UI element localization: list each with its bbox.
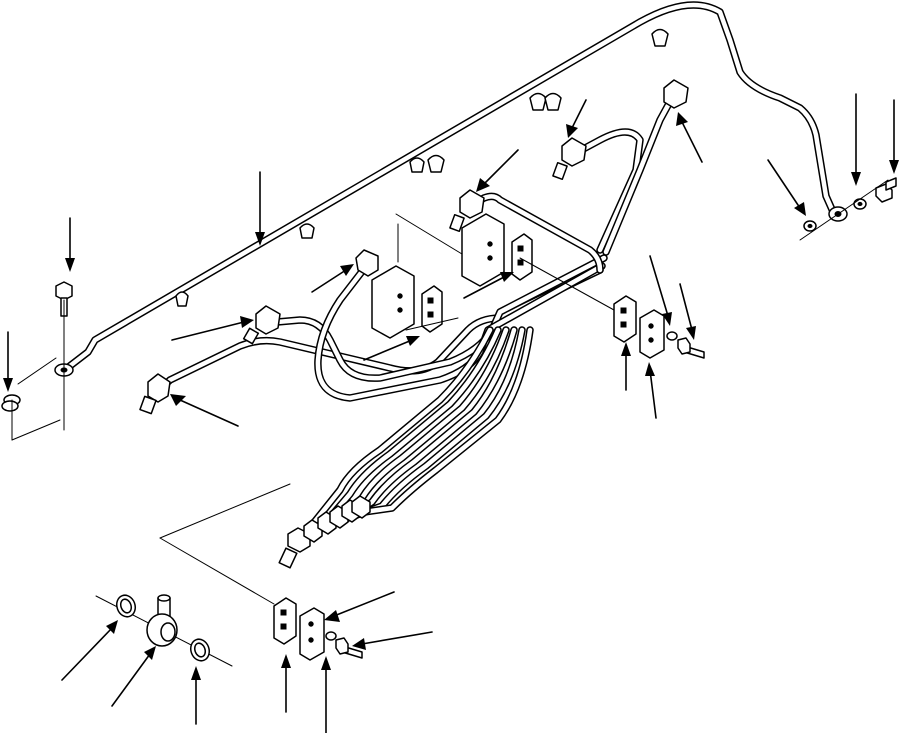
fitting-5 [552, 137, 587, 181]
fitting-1 [139, 373, 171, 415]
assembly-centerline-right [799, 179, 889, 241]
callout-arrow [649, 255, 672, 326]
callout-arrow [321, 656, 331, 733]
callout-arrow [463, 272, 514, 299]
callout-arrows [3, 93, 899, 733]
callout-arrow [61, 620, 118, 681]
fuel-return-rail [54, 1, 848, 377]
fitting-3 [355, 249, 379, 277]
pump-end-fittings [278, 495, 371, 569]
callout-arrow [889, 99, 899, 174]
callout-arrow [363, 336, 420, 361]
callout-arrow [65, 217, 75, 272]
callout-arrow [111, 646, 156, 707]
fitting-4 [449, 189, 485, 233]
callout-arrow [851, 93, 861, 186]
callout-arrow [255, 171, 265, 246]
washer-right [666, 331, 678, 341]
leader-lines [159, 213, 615, 605]
sealing-washer-1 [115, 594, 137, 618]
line-clamp-upper-right [461, 213, 533, 287]
injection-lines [153, 94, 676, 544]
line-clamp-lower [273, 597, 363, 661]
injector-fittings [139, 79, 689, 569]
callout-arrow [352, 631, 433, 650]
rail-banjo-bosses [175, 28, 669, 307]
callout-arrow [767, 159, 806, 216]
callout-arrow [676, 112, 703, 163]
fitting-2 [242, 305, 281, 345]
callout-arrow [170, 394, 239, 427]
capscrew-rail-right [875, 177, 897, 203]
callout-arrow [566, 99, 587, 138]
left-assembly-lines [11, 299, 65, 441]
line-clamp-upper-left [371, 265, 443, 339]
callout-arrow [679, 283, 696, 340]
banjo-assembly-lower [95, 594, 233, 667]
callout-arrow [171, 316, 254, 341]
callout-arrow [645, 362, 657, 419]
callout-arrow [476, 149, 519, 192]
callout-arrow [311, 264, 354, 293]
callout-arrow [281, 654, 291, 713]
callout-arrow [621, 342, 631, 391]
fitting-6 [663, 79, 689, 109]
nut-right [803, 220, 817, 232]
capscrew-lower [335, 637, 363, 659]
line-clamp-right [613, 295, 705, 359]
capscrew-right [677, 337, 705, 359]
sealing-washer-2 [189, 638, 211, 662]
sealing-washers-left [1, 394, 21, 412]
callout-arrow [191, 666, 201, 725]
callout-arrow [324, 591, 395, 622]
banjo-fitting [146, 594, 178, 647]
washer-rail-right [853, 198, 867, 210]
callout-arrow [3, 331, 13, 392]
washer-lower [325, 631, 337, 641]
